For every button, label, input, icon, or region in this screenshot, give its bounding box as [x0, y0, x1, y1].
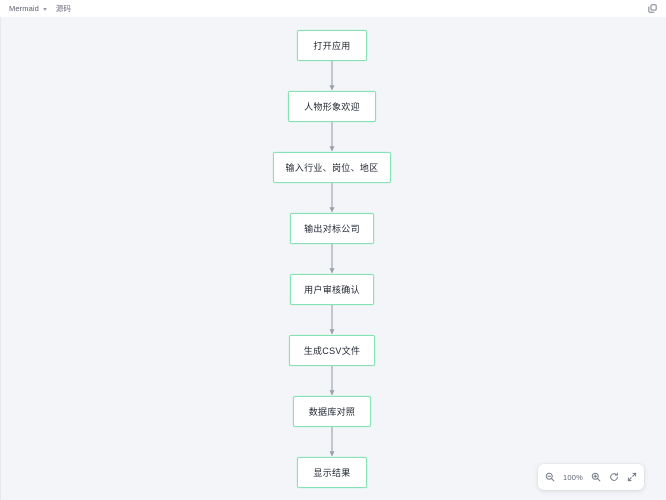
copy-icon[interactable]: [645, 2, 660, 15]
toolbar-header: Mermaid 源码: [0, 0, 666, 17]
flow-node[interactable]: 生成CSV文件: [289, 335, 375, 366]
zoom-in-icon[interactable]: [591, 472, 601, 482]
zoom-toolbar: 100%: [538, 464, 644, 490]
tab-mermaid[interactable]: Mermaid: [9, 3, 39, 13]
zoom-out-icon[interactable]: [545, 472, 555, 482]
fullscreen-icon[interactable]: [627, 472, 637, 482]
flow-node[interactable]: 显示结果: [297, 457, 367, 488]
flow-node[interactable]: 打开应用: [297, 30, 367, 61]
flow-node[interactable]: 输出对标公司: [290, 213, 374, 244]
tab-source-code[interactable]: 源码: [55, 3, 71, 13]
flow-node[interactable]: 用户审核确认: [290, 274, 374, 305]
diagram-canvas[interactable]: 打开应用 人物形象欢迎 输入行业、岗位、地区 输出对标公司 用户审核确认 生成C…: [0, 17, 666, 500]
zoom-level-label: 100%: [563, 472, 583, 482]
flow-node[interactable]: 数据库对照: [293, 396, 371, 427]
chevron-down-icon[interactable]: [42, 7, 47, 11]
reset-icon[interactable]: [609, 472, 619, 482]
view-tabs: Mermaid 源码: [9, 5, 71, 13]
flow-connectors: [329, 61, 335, 457]
flow-node[interactable]: 输入行业、岗位、地区: [273, 152, 391, 183]
flow-node[interactable]: 人物形象欢迎: [288, 91, 376, 122]
